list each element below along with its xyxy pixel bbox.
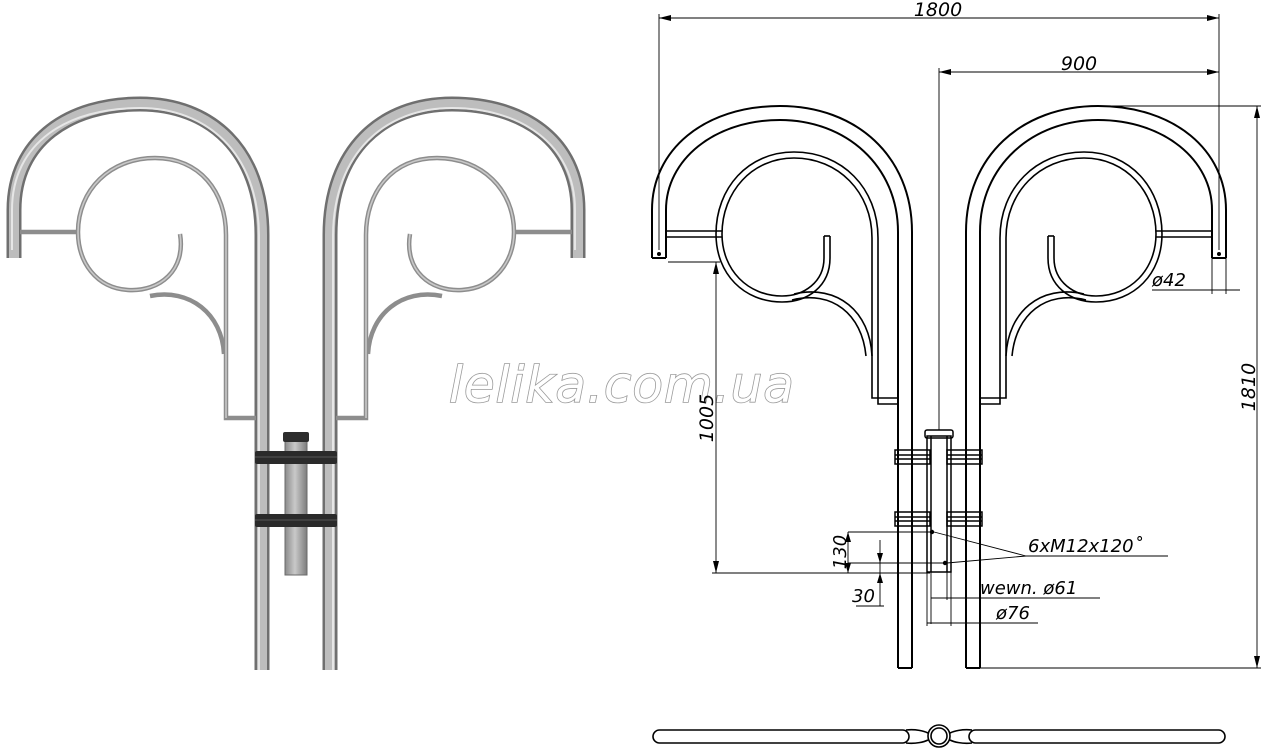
dim-total-height: 1810 xyxy=(1238,363,1260,411)
dim-overall-width: 1800 xyxy=(914,0,962,21)
dim-bolt-offset: 30 xyxy=(852,586,875,607)
dimension-lines xyxy=(658,14,1261,669)
dimension-labels: 1800 900 1810 1005 ø42 6xM12x120˚ 130 30… xyxy=(696,0,1260,624)
dim-half-width: 900 xyxy=(1061,53,1097,75)
rendered-3d-view xyxy=(6,96,586,670)
dim-lower-height: 1005 xyxy=(696,394,718,442)
dim-bolt-spacing: 130 xyxy=(830,535,851,569)
dim-outer-diameter: ø76 xyxy=(995,603,1030,624)
top-view-drawing xyxy=(652,724,1226,748)
dim-inner-diameter: wewn. ø61 xyxy=(980,578,1077,599)
dim-tube-diameter: ø42 xyxy=(1151,270,1186,291)
watermark-text: lelika.com.ua xyxy=(449,356,795,414)
dim-bolts: 6xM12x120˚ xyxy=(1028,536,1143,557)
front-view-drawing xyxy=(651,104,1227,669)
